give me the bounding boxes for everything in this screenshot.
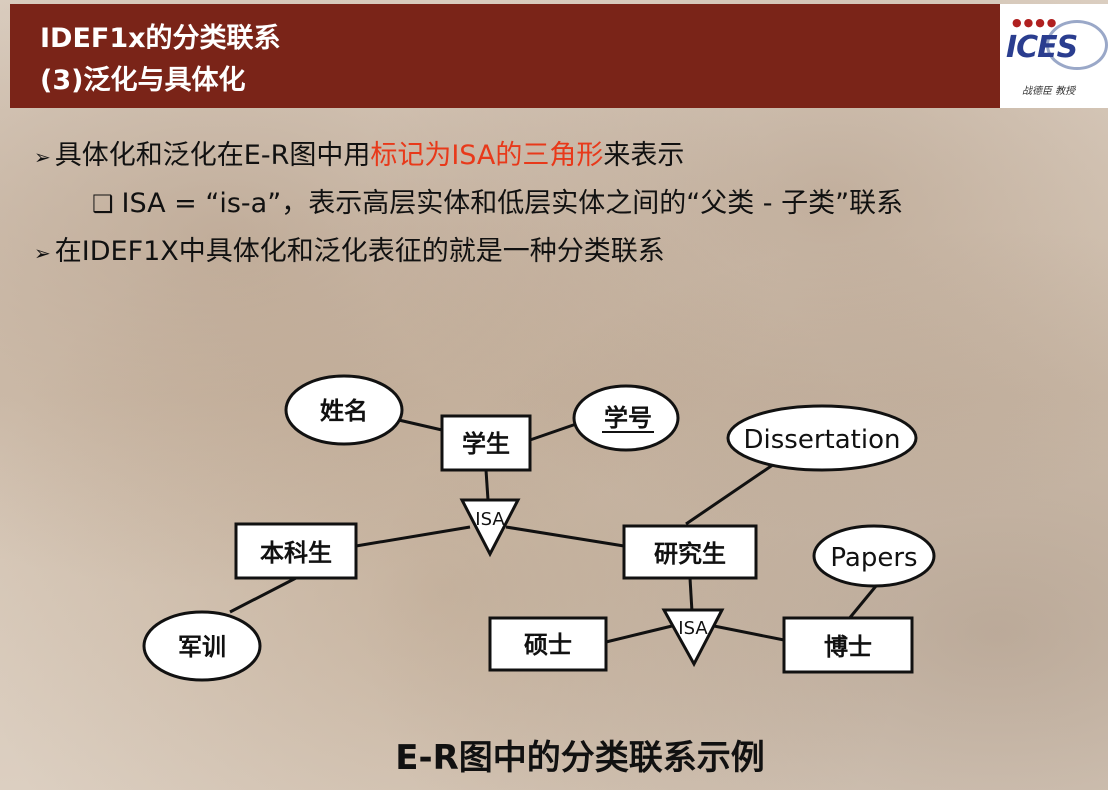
isa-triangle-1 [459,498,521,558]
label-training: 军训 [178,633,226,661]
edge-isa-grad [505,525,625,548]
attr-papers [812,524,936,588]
edge-grad-isa2 [688,577,694,613]
bullet-text-post: 来表示 [603,140,685,171]
diagram-caption: E-R图中的分类联系示例 [395,738,765,778]
bullet-text: 在IDEF1X中具体化和泛化表征的就是一种分类联系 [54,236,665,267]
logo-dots: ●●●● [1012,16,1059,29]
label-grad: 研究生 [654,540,726,568]
bullet-idef1x: ➢在IDEF1X中具体化和泛化表征的就是一种分类联系 [34,234,665,271]
edge-isa2-doctor [713,624,785,642]
bullet-isa-triangle: ➢具体化和泛化在E-R图中用标记为ISA的三角形来表示 [34,138,684,175]
bullet-square-icon: ❑ [92,190,114,218]
entity-master [488,616,608,672]
entity-grad [622,524,758,580]
edge-isa2-master [605,624,673,644]
logo-caption: 战德臣 教授 [1022,86,1076,97]
slide-title: IDEF1x的分类联系 [40,23,281,54]
label-papers: Papers [830,543,917,573]
label-undergrad: 本科生 [260,539,332,567]
edge-student-isa [484,469,490,501]
logo-ring [1046,20,1108,70]
edge-grad-dissertation [685,458,781,526]
isa-triangle-2 [661,608,725,668]
edge-undergrad-training [229,576,297,614]
bullet-arrow-icon: ➢ [34,145,51,169]
title-bar: IDEF1x的分类联系 (3)泛化与具体化 [10,4,1108,108]
edge-id-student [529,420,583,442]
label-student: 学生 [462,430,510,458]
edge-papers-doctor [846,585,878,621]
edge-isa-undergrad [355,525,471,548]
bullet-text-pre: 具体化和泛化在E-R图中用 [54,140,371,171]
entity-doctor [782,616,914,674]
attr-name [284,374,404,446]
label-student-id: 学号 [604,404,652,432]
bullet-isa-definition: ❑ISA = “is-a”，表示高层实体和低层实体之间的“父类 - 子类”联系 [92,186,903,222]
attr-dissertation [726,404,918,472]
attr-training [142,610,262,682]
bullet-arrow-icon: ➢ [34,241,51,265]
bullet-text: ISA = “is-a”，表示高层实体和低层实体之间的“父类 - 子类”联系 [121,188,904,219]
attr-student-id [572,384,680,452]
label-isa-1: ISA [475,509,505,530]
slide-subtitle: (3)泛化与具体化 [40,65,246,96]
label-name: 姓名 [320,397,368,425]
logo-text: ICES [1006,30,1078,65]
label-master: 硕士 [524,631,572,659]
entity-undergrad [234,522,358,580]
label-dissertation: Dissertation [744,425,901,455]
ices-logo: ●●●● ICES 战德臣 教授 [1000,4,1108,108]
label-doctor: 博士 [824,633,872,661]
bullet-text-highlight: 标记为ISA的三角形 [370,140,604,171]
entity-student [440,414,532,472]
label-isa-2: ISA [678,618,708,639]
